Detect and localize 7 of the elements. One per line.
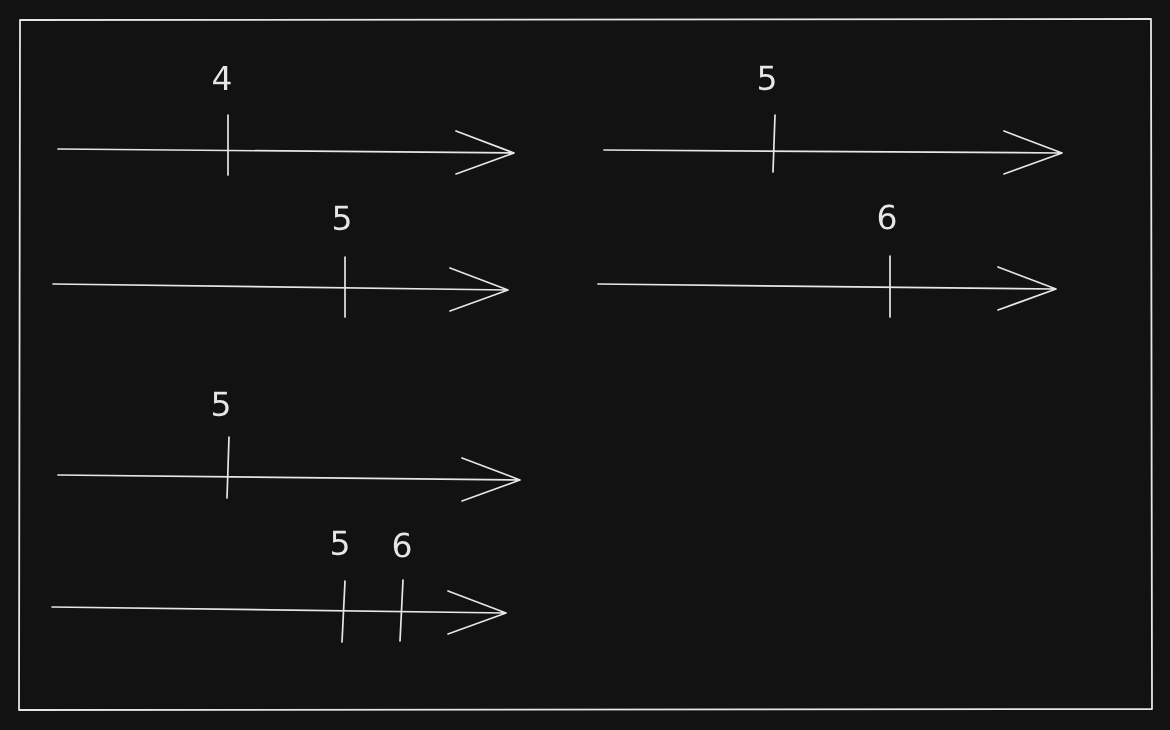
tick-label: 5: [332, 530, 348, 556]
tick-label: 6: [393, 532, 411, 558]
tick-label: 4: [213, 65, 231, 90]
tick-label: 6: [878, 204, 896, 230]
tick-label: 5: [759, 65, 775, 91]
tick-label: 5: [334, 205, 350, 231]
tick-label: 5: [213, 391, 229, 417]
